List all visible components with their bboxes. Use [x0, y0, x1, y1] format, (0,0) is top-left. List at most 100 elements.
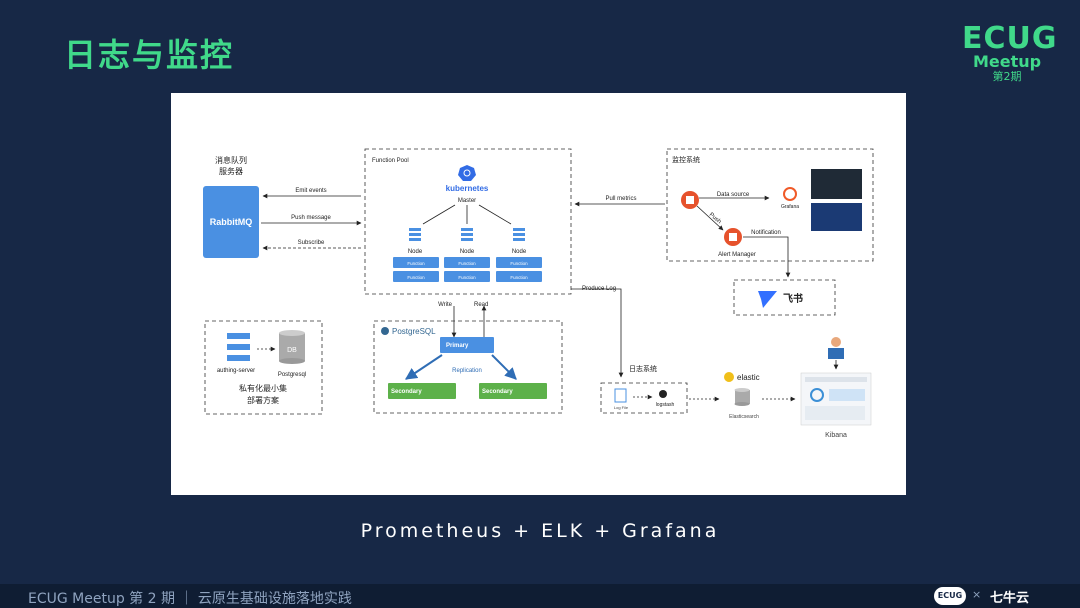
push-arrow — [696, 205, 724, 231]
data-source-label: Data source — [717, 192, 750, 198]
feishu-box — [733, 279, 836, 316]
produce-log-arrow — [571, 288, 624, 378]
slide-subtitle: Prometheus + ELK + Grafana — [360, 520, 720, 542]
replication-arrow-left — [405, 354, 443, 380]
feishu-label: 飞书 — [783, 292, 803, 305]
log-file-label: Log File — [614, 405, 629, 410]
ecug-badge-icon: ECUG — [934, 587, 966, 605]
rabbitmq-box — [203, 186, 259, 258]
kibana-dashboard-header — [805, 377, 867, 382]
kibana-donut-chart — [810, 388, 824, 402]
function-box — [496, 271, 542, 282]
notification-arrow — [743, 236, 791, 278]
function-box — [496, 257, 542, 268]
authing-server-label: authing-server — [217, 368, 255, 374]
replication-arrow-right — [491, 354, 517, 380]
alert-manager-bell — [729, 233, 737, 241]
architecture-diagram: 消息队列 服务器 RabbitMQ Emit events Push messa… — [171, 93, 906, 495]
logstash-label: logstash — [656, 402, 675, 408]
prometheus-flame — [686, 196, 694, 204]
postgresql-label: PostgreSQL — [392, 327, 436, 336]
function-label: Function — [510, 261, 528, 266]
logstash-icon — [659, 390, 667, 398]
function-label: Function — [407, 275, 425, 280]
elastic-label: elastic — [737, 373, 760, 382]
elasticsearch-label: Elasticsearch — [729, 414, 759, 420]
grafana-dashboard-preview — [811, 169, 862, 199]
secondary-label-left: Secondary — [391, 389, 422, 395]
function-label: Function — [407, 261, 425, 266]
db-label: DB — [287, 347, 297, 354]
logo-issue: 第2期 — [992, 70, 1022, 83]
master-label: Master — [458, 198, 476, 204]
function-label: Function — [510, 275, 528, 280]
user-avatar-icon — [831, 337, 841, 347]
notification-label: Notification — [751, 230, 781, 236]
kubernetes-wheel — [463, 169, 471, 177]
produce-log-label: Produce Log — [582, 286, 616, 292]
footer-bar: ECUG Meetup 第 2 期 ｜ 云原生基础设施落地实践 ECUG × 七… — [0, 584, 1080, 608]
log-file-icon — [614, 388, 627, 403]
ecug-meetup-logo: ECUG Meetup 第2期 — [962, 21, 1058, 86]
postgresql-small-label: Postgresql — [278, 372, 306, 378]
page-title: 日志与监控 — [64, 36, 235, 74]
push-label: Push — [708, 212, 722, 225]
write-label: Write — [438, 302, 453, 308]
postgresql-box — [373, 320, 563, 414]
private-deploy-box — [204, 320, 323, 415]
log-system-box — [600, 382, 688, 414]
function-box — [393, 271, 439, 282]
feishu-icon — [758, 291, 777, 308]
kibana-bar-panel — [829, 389, 865, 401]
node-label: Node — [512, 249, 527, 255]
function-label: Function — [458, 261, 476, 266]
diagram-canvas: 消息队列 服务器 RabbitMQ Emit events Push messa… — [203, 148, 874, 439]
master-node-line-1 — [422, 204, 456, 225]
primary-label: Primary — [446, 343, 469, 349]
grafana-panel-preview — [811, 203, 862, 231]
node-label: Node — [460, 249, 475, 255]
replication-label: Replication — [452, 368, 482, 374]
function-box — [444, 271, 490, 282]
function-pool-label: Function Pool — [372, 158, 409, 164]
private-label-1: 私有化最小集 — [239, 383, 287, 393]
mq-label-2: 服务器 — [219, 166, 243, 176]
grafana-label: Grafana — [781, 204, 799, 210]
grafana-icon — [783, 187, 797, 201]
node-3: Node Function Function — [496, 228, 542, 282]
function-box — [393, 257, 439, 268]
private-label-2: 部署方案 — [247, 395, 279, 405]
monitor-box — [666, 148, 874, 262]
push-message-label: Push message — [291, 215, 331, 221]
kibana-label: Kibana — [825, 432, 847, 439]
secondary-label-right: Secondary — [482, 389, 513, 395]
alert-manager-label: Alert Manager — [718, 252, 756, 258]
subscribe-label: Subscribe — [298, 240, 325, 246]
node-label: Node — [408, 249, 423, 255]
pull-metrics-label: Pull metrics — [605, 196, 636, 202]
monitor-label: 监控系统 — [672, 155, 700, 164]
logo-ecug: ECUG — [962, 21, 1058, 56]
db-icon — [279, 330, 305, 364]
user-body-icon — [828, 348, 844, 359]
qiniu-logo: 七牛云 — [990, 591, 1030, 606]
secondary-box-right — [479, 383, 547, 399]
footer-separator: × — [972, 588, 982, 601]
node-1: Node Function Function — [393, 228, 439, 282]
function-box — [444, 257, 490, 268]
node-2: Node Function Function — [444, 228, 490, 282]
logo-meetup: Meetup — [972, 52, 1042, 71]
log-system-label: 日志系统 — [629, 364, 657, 373]
authing-server-icon — [227, 333, 250, 361]
kubernetes-label: kubernetes — [446, 184, 489, 193]
elastic-icon — [724, 372, 734, 382]
read-label: Read — [474, 302, 488, 308]
elasticsearch-icon — [734, 388, 750, 406]
master-node-line-3 — [478, 204, 512, 225]
kibana-table-panel — [805, 406, 865, 420]
emit-events-label: Emit events — [295, 188, 326, 194]
secondary-box-left — [388, 383, 456, 399]
function-label: Function — [458, 275, 476, 280]
kubernetes-icon — [458, 165, 476, 181]
rabbitmq-label: RabbitMQ — [210, 217, 253, 227]
